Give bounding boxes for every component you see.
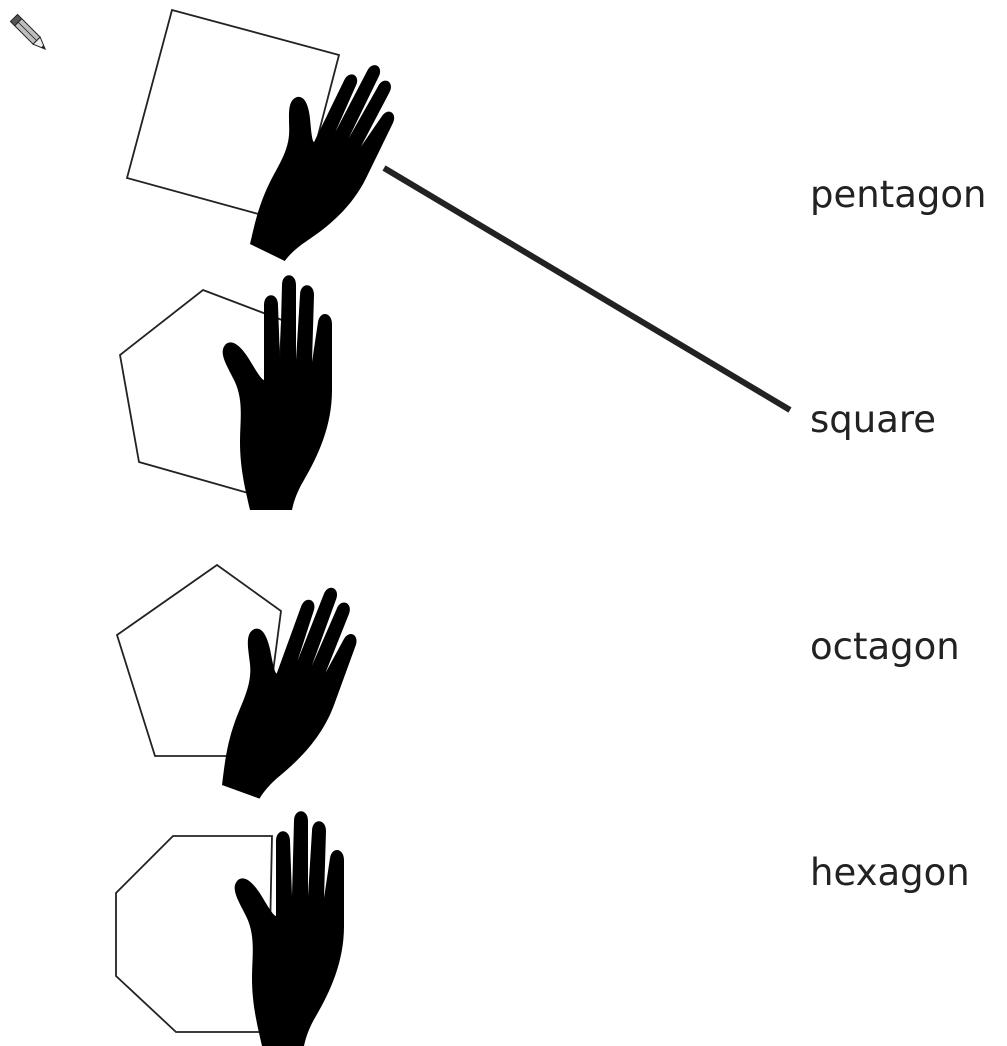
word-square[interactable]: square (810, 401, 936, 438)
match-line[interactable] (384, 168, 790, 410)
octagon-picture[interactable] (116, 811, 344, 1046)
octagon-shape (116, 836, 272, 1032)
pencil-icon (10, 14, 48, 52)
word-hexagon[interactable]: hexagon (810, 854, 970, 891)
word-octagon[interactable]: octagon (810, 628, 960, 665)
square-picture[interactable] (127, 10, 412, 277)
hexagon-picture[interactable] (120, 275, 332, 510)
word-pentagon[interactable]: pentagon (810, 176, 986, 213)
pentagon-picture[interactable] (117, 565, 371, 812)
